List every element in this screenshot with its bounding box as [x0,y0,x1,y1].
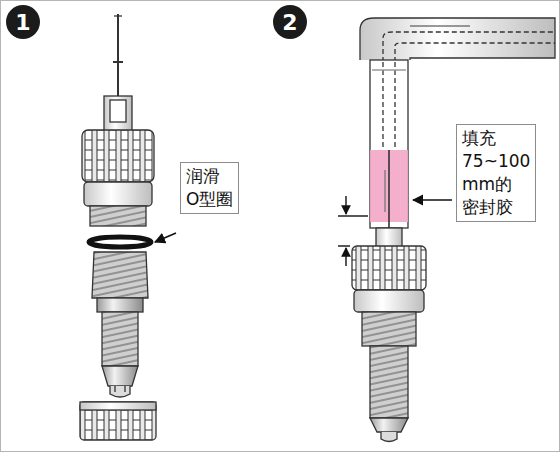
note-box: 润滑 O型圈 [180,162,239,214]
callout-number: 1 [6,5,40,39]
sensor-exploded [80,14,156,440]
leader-arrow [413,199,452,201]
dimension-marks [338,196,368,266]
sensor-installed [352,18,555,442]
callout-text: 1 [15,10,30,35]
note-box: 填充 75~100 mm的 密封胶 [456,124,536,222]
note-text: 填充 75~100 mm的 密封胶 [462,127,530,219]
note-text: 润滑 O型圈 [186,165,233,211]
leader-arrow [155,233,176,242]
callout-number: 2 [273,5,307,39]
callout-text: 2 [282,10,297,35]
